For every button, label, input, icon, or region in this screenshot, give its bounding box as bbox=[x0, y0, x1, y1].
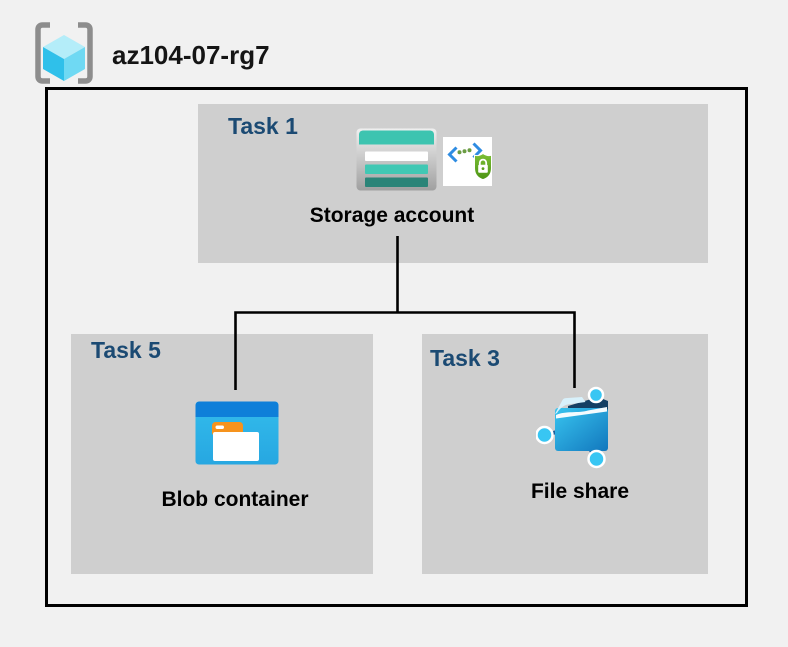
storage-account-icon bbox=[356, 128, 437, 191]
file-share-label: File share bbox=[530, 480, 630, 503]
resource-group-icon bbox=[35, 22, 93, 84]
blob-container-icon bbox=[195, 401, 279, 465]
task3-label: Task 3 bbox=[430, 345, 500, 371]
task5-box: Task 5 Blob container bbox=[71, 334, 373, 574]
task3-box: Task 3 File share bbox=[422, 334, 708, 574]
sas-lock-icon bbox=[443, 137, 492, 186]
resource-group-name: az104-07-rg7 bbox=[112, 40, 270, 70]
task1-label: Task 1 bbox=[228, 113, 298, 139]
file-share-icon bbox=[536, 386, 608, 469]
blob-container-label: Blob container bbox=[161, 488, 309, 511]
resource-group-boundary bbox=[45, 87, 748, 607]
task5-label: Task 5 bbox=[91, 337, 161, 363]
task1-box: Task 1 bbox=[198, 104, 708, 263]
storage-account-label: Storage account bbox=[309, 204, 475, 227]
